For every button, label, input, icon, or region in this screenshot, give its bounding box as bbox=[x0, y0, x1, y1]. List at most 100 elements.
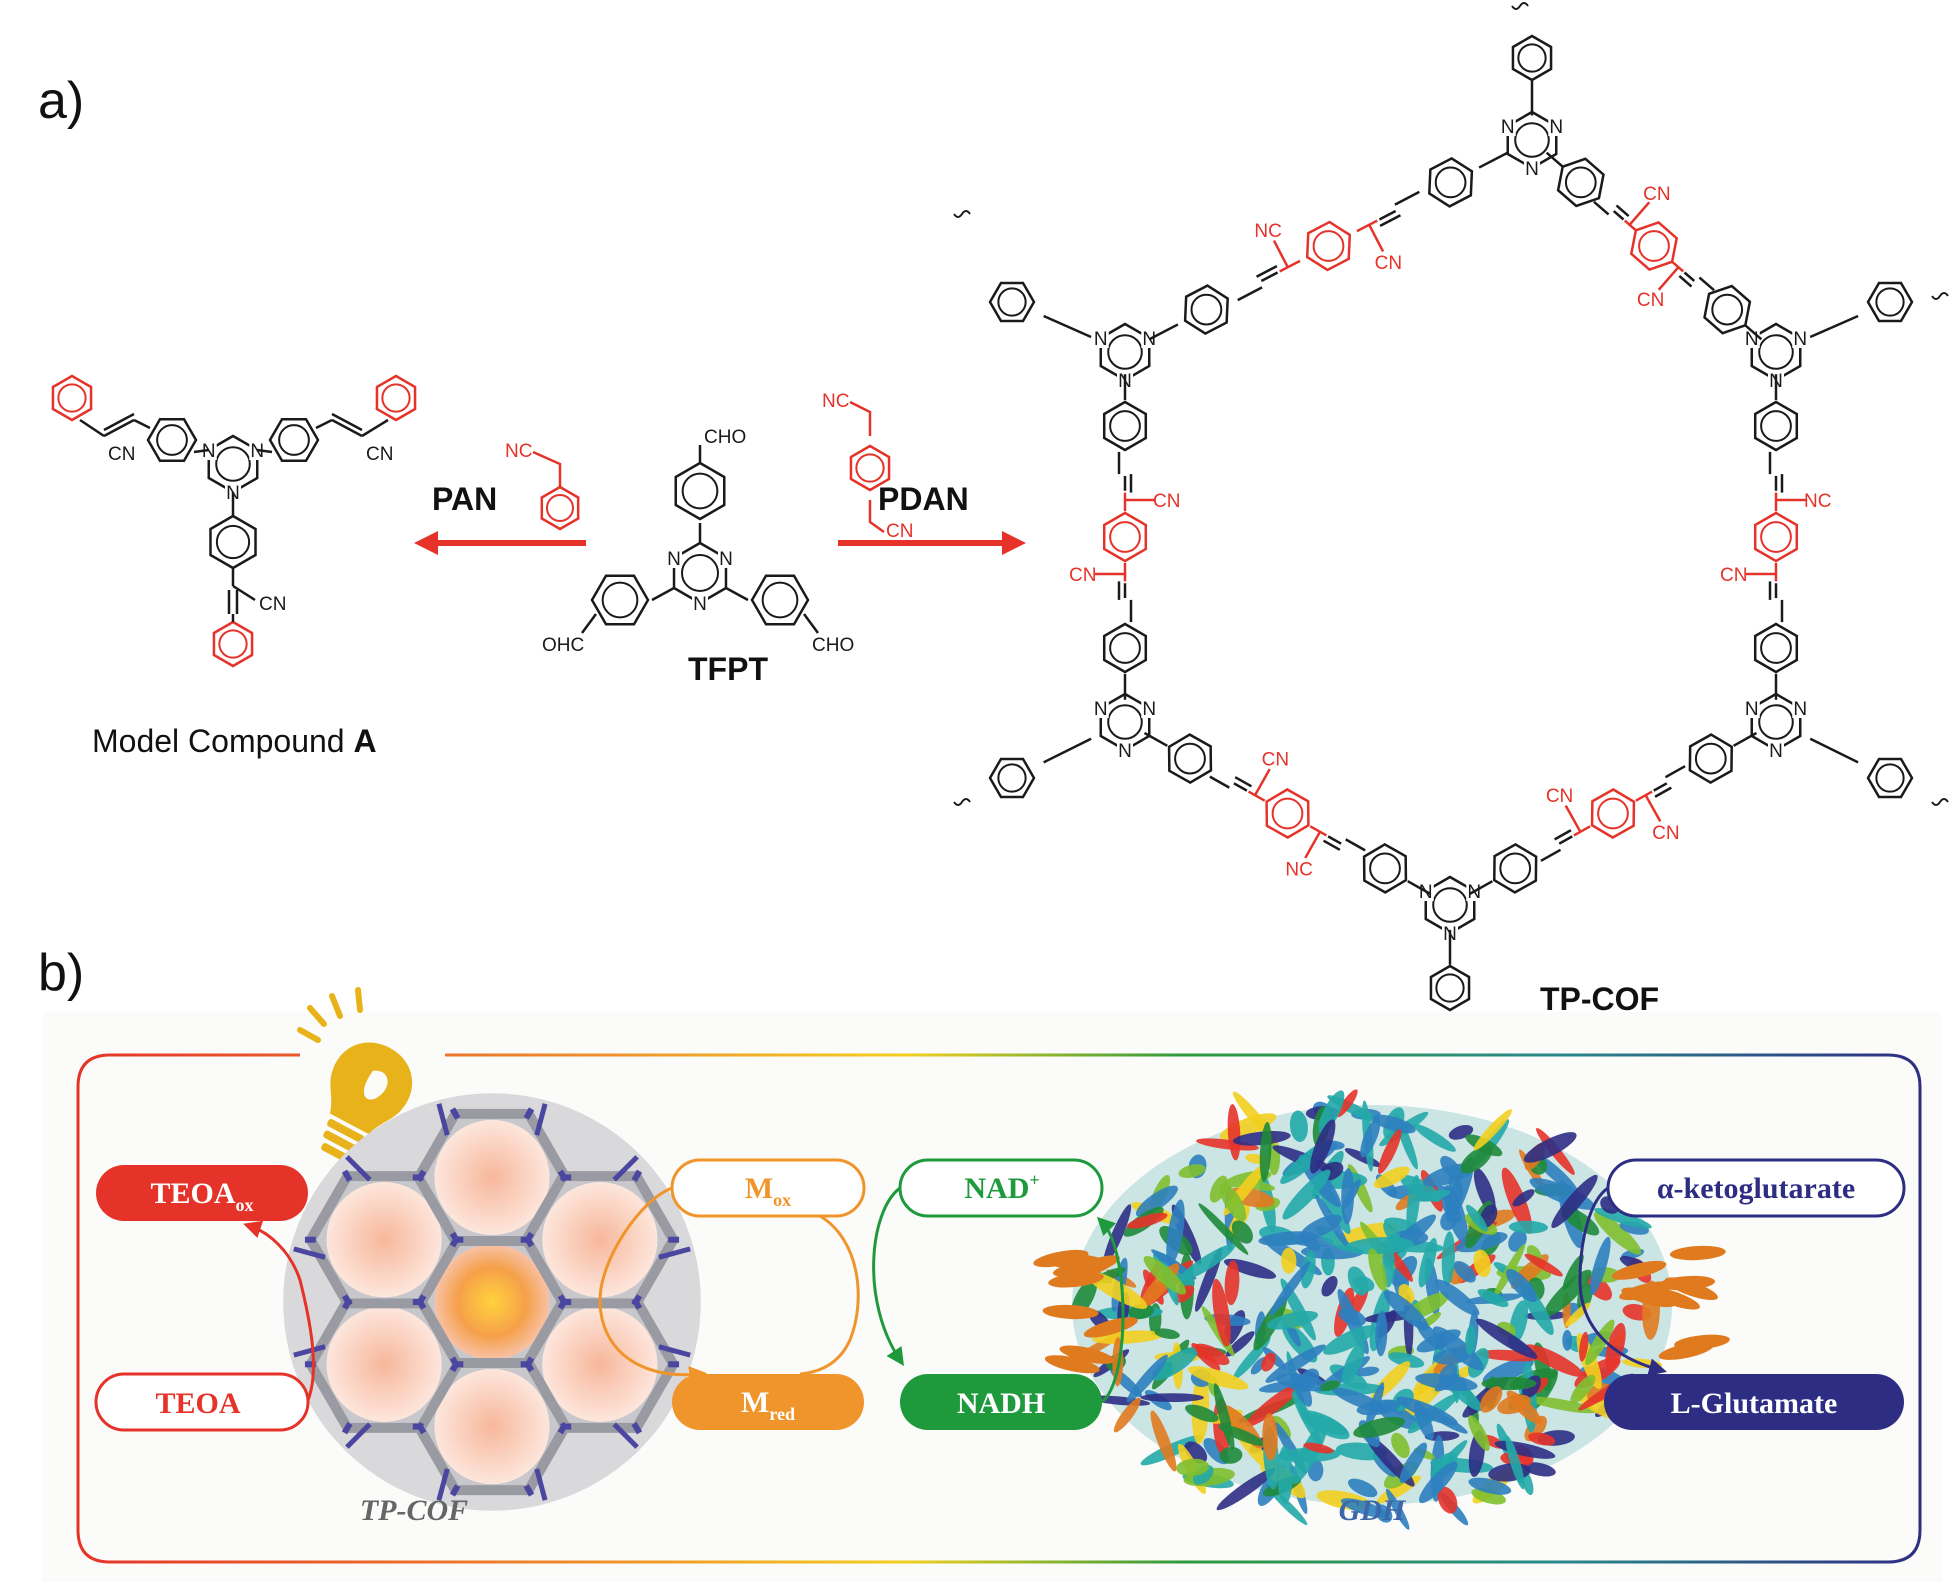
cof-terminal-ring-1 bbox=[1866, 281, 1914, 323]
triazine-n-atom: N bbox=[1549, 117, 1563, 138]
pdan-reagent: NC CN bbox=[822, 391, 913, 542]
cof-linker-ring-red-0 bbox=[1629, 221, 1679, 271]
triazine-n-atom: N bbox=[1793, 699, 1807, 720]
cof-cyano-label: CN bbox=[1643, 184, 1670, 205]
cof-terminal-ring-2 bbox=[1866, 757, 1914, 799]
triazine-n-atom: N bbox=[250, 441, 264, 462]
cof-terminal-ring-5 bbox=[988, 281, 1036, 323]
model-right-phenyl bbox=[375, 374, 417, 422]
tp-cof-honeycomb-image bbox=[283, 1093, 701, 1511]
cof-cyano-label: NC bbox=[1804, 491, 1831, 512]
gdh-caption: GDH bbox=[1339, 1494, 1407, 1527]
cof-cyano-label: NC bbox=[1254, 221, 1281, 242]
teoa-oxidation-arrow bbox=[243, 1220, 315, 1401]
m-reduction-arrow bbox=[598, 1186, 708, 1385]
model-cn-left: CN bbox=[108, 444, 135, 465]
triazine-n-atom: N bbox=[1501, 117, 1515, 138]
triazine-n-atom: N bbox=[1525, 159, 1539, 180]
cof-linker-ring-a-4 bbox=[1102, 622, 1148, 674]
cof-linker-ring-red-4 bbox=[1102, 511, 1148, 563]
cof-cyano-label: CN bbox=[1720, 565, 1747, 586]
cof-linker-ring-a-2 bbox=[1688, 733, 1733, 785]
nadh-formation-arrow bbox=[872, 1186, 904, 1366]
model-left-phenyl bbox=[51, 374, 93, 422]
cof-linker-ring-red-1 bbox=[1753, 511, 1799, 563]
pan-label: PAN bbox=[432, 481, 497, 517]
cof-cyano-label: CN bbox=[1637, 290, 1664, 311]
nad-regeneration-arrow bbox=[1096, 1216, 1125, 1404]
triazine-n-atom: N bbox=[1769, 741, 1783, 762]
cof-linker-ring-b-2 bbox=[1493, 842, 1538, 894]
cof-linker-ring-b-0 bbox=[1703, 284, 1752, 335]
pdan-cn-label: CN bbox=[886, 521, 913, 542]
light-bulb-icon bbox=[297, 987, 412, 1162]
cof-linker-ring-red-5 bbox=[1305, 220, 1352, 272]
nadh-pill: NADH bbox=[900, 1374, 1102, 1430]
svg-text:L-Glutamate: L-Glutamate bbox=[1671, 1387, 1838, 1420]
svg-text:NADH: NADH bbox=[957, 1387, 1045, 1420]
gdh-enzyme-image bbox=[1033, 1089, 1730, 1530]
cycle-frame bbox=[76, 1053, 1922, 1564]
tfpt-cho-right: CHO bbox=[812, 635, 854, 656]
model-right-ring bbox=[268, 417, 320, 463]
tp-cof-label: TP-COF bbox=[1540, 981, 1659, 1017]
model-cn-bottom: CN bbox=[259, 594, 286, 615]
arrow-to-model-head bbox=[414, 531, 438, 555]
tfpt-ohc-left: OHC bbox=[542, 635, 584, 656]
pan-nc-label: NC bbox=[505, 441, 532, 462]
panel-b-label: b) bbox=[38, 944, 84, 1002]
pan-reagent: NC bbox=[505, 441, 580, 531]
teoa-ox-pill: TEOAox bbox=[96, 1165, 308, 1221]
triazine-n-atom: N bbox=[1142, 699, 1156, 720]
cof-linker-ring-a-1 bbox=[1753, 400, 1799, 452]
model-compound-structure: NNNCNCNCN bbox=[51, 374, 417, 668]
m-red-pill: Mred bbox=[672, 1374, 864, 1430]
alpha-ketoglutarate-pill: α-ketoglutarate bbox=[1606, 1158, 1906, 1218]
cof-cyano-label: CN bbox=[1153, 491, 1180, 512]
pdan-label: PDAN bbox=[878, 481, 969, 517]
triazine-n-atom: N bbox=[1142, 329, 1156, 350]
cof-terminal-ring-3 bbox=[1429, 964, 1471, 1012]
triazine-n-atom: N bbox=[1094, 329, 1108, 350]
triazine-n-atom: N bbox=[693, 594, 707, 615]
svg-text:TEOAox: TEOAox bbox=[150, 1177, 253, 1215]
svg-text:NAD+: NAD+ bbox=[964, 1170, 1039, 1205]
cof-cyano-label: CN bbox=[1375, 253, 1402, 274]
cof-terminal-ring-4 bbox=[988, 757, 1036, 799]
cof-linker-ring-b-4 bbox=[1102, 400, 1148, 452]
cof-linker-ring-a-0 bbox=[1556, 157, 1605, 208]
cof-terminal-ring-0 bbox=[1511, 34, 1553, 82]
model-cn-right: CN bbox=[366, 444, 393, 465]
svg-text:α-ketoglutarate: α-ketoglutarate bbox=[1657, 1172, 1855, 1205]
pdan-nc-label: NC bbox=[822, 391, 849, 412]
svg-text:Mred: Mred bbox=[741, 1386, 795, 1424]
arrow-to-cof-head bbox=[1002, 531, 1026, 555]
cof-cyano-label: NC bbox=[1285, 859, 1312, 880]
triazine-n-atom: N bbox=[719, 549, 733, 570]
m-ox-pill: Mox bbox=[670, 1158, 866, 1218]
svg-text:Mox: Mox bbox=[745, 1172, 791, 1210]
model-left-ring bbox=[146, 417, 198, 463]
glutamate-formation-arrow bbox=[1578, 1186, 1667, 1376]
cof-linker-ring-b-5 bbox=[1428, 156, 1474, 208]
cof-linker-ring-b-3 bbox=[1167, 733, 1213, 785]
cof-linker-ring-a-5 bbox=[1183, 284, 1229, 336]
panel-a-label: a) bbox=[38, 72, 84, 130]
cof-linker-ring-red-2 bbox=[1590, 788, 1636, 839]
pdan-benzene-ring bbox=[849, 444, 891, 492]
m-oxidation-curve bbox=[799, 1214, 860, 1376]
cof-cyano-label: CN bbox=[1069, 565, 1096, 586]
triazine-n-atom: N bbox=[1745, 699, 1759, 720]
tfpt-label: TFPT bbox=[688, 651, 768, 687]
pan-benzene-ring bbox=[540, 485, 580, 531]
cof-linker-ring-red-3 bbox=[1265, 788, 1310, 839]
l-glutamate-pill: L-Glutamate bbox=[1604, 1374, 1904, 1430]
triazine-n-atom: N bbox=[202, 441, 216, 462]
cof-cyano-label: CN bbox=[1546, 786, 1573, 807]
